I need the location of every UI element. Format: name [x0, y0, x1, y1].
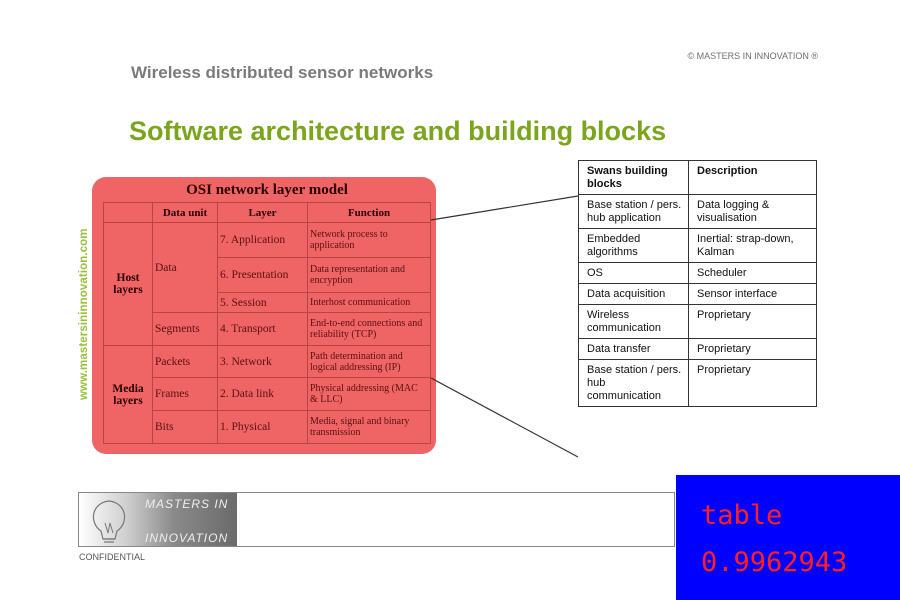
osi-function: Physical addressing (MAC & LLC): [307, 377, 431, 411]
swans-cell-description: Sensor interface: [688, 283, 817, 305]
table-row: Frames 2. Data link Physical addressing …: [104, 377, 431, 411]
osi-function: Media, signal and binary transmission: [307, 410, 431, 444]
swans-cell-block: Base station / pers. hub application: [578, 194, 689, 229]
table-row: Data transfer Proprietary: [578, 338, 817, 360]
osi-unit: Frames: [152, 377, 218, 411]
confidential-label: CONFIDENTIAL: [79, 552, 146, 562]
table-row: 5. Session Interhost communication: [104, 292, 431, 313]
swans-header-blocks: Swans building blocks: [578, 160, 689, 195]
swans-cell-block: Data transfer: [578, 338, 689, 360]
table-row: Base station / pers. hub application Dat…: [578, 194, 817, 229]
osi-layer: 3. Network: [217, 345, 308, 378]
osi-group-host: Host layers: [103, 222, 153, 346]
detection-label: table: [701, 500, 783, 531]
connector-line-top: [430, 195, 579, 221]
osi-heading: OSI network layer model: [186, 182, 348, 198]
osi-layer: 2. Data link: [217, 377, 308, 411]
slide-title: Software architecture and building block…: [129, 116, 667, 146]
table-row: Bits 1. Physical Media, signal and binar…: [104, 410, 431, 444]
osi-table: Data unit Layer Function Host layers Dat…: [103, 202, 431, 444]
company-logo: [79, 493, 237, 546]
connector-line-bottom: [430, 377, 579, 458]
swans-cell-block: OS: [578, 262, 689, 284]
table-row: Embedded algorithms Inertial: strap-down…: [578, 228, 817, 263]
table-row: Base station / pers. hub communication P…: [578, 359, 817, 407]
osi-function: Network process to application: [307, 222, 431, 258]
table-row: Swans building blocks Description: [578, 160, 817, 195]
swans-cell-block: Data acquisition: [578, 283, 689, 305]
table-row: OS Scheduler: [578, 262, 817, 284]
detection-score: 0.9962943: [701, 547, 848, 578]
swans-cell-description: Data logging & visualisation: [688, 194, 817, 229]
swans-cell-block: Base station / pers. hub communication: [578, 359, 689, 407]
swans-cell-description: Proprietary: [688, 304, 817, 339]
logo-text-line2: INNOVATION: [145, 531, 229, 545]
osi-unit: Packets: [152, 345, 218, 378]
table-row: Media layers Packets 3. Network Path det…: [103, 345, 431, 444]
swans-cell-description: Inertial: strap-down, Kalman: [688, 228, 817, 263]
osi-function: Path determination and logical addressin…: [307, 345, 431, 378]
slide-subtitle: Wireless distributed sensor networks: [131, 63, 434, 82]
table-row: Segments 4. Transport End-to-end connect…: [104, 312, 431, 346]
copyright-notice: © MASTERS IN INNOVATION ®: [687, 51, 818, 61]
swans-table: Swans building blocks Description Base s…: [578, 160, 817, 407]
osi-group-media: Media layers: [103, 345, 153, 444]
table-row: 6. Presentation Data representation and …: [104, 257, 431, 293]
swans-cell-block: Embedded algorithms: [578, 228, 689, 263]
swans-cell-block: Wireless communication: [578, 304, 689, 339]
osi-layer: 1. Physical: [217, 410, 308, 444]
lightbulb-icon: [92, 500, 126, 543]
osi-layer: 6. Presentation: [217, 257, 308, 293]
osi-unit: Data: [152, 222, 218, 313]
table-row: Wireless communication Proprietary: [578, 304, 817, 339]
swans-cell-description: Proprietary: [688, 359, 817, 407]
table-row: Data acquisition Sensor interface: [578, 283, 817, 305]
osi-function: Data representation and encryption: [307, 257, 431, 293]
osi-unit: Bits: [152, 410, 218, 444]
detection-overlay: [676, 475, 900, 600]
swans-cell-description: Scheduler: [688, 262, 817, 284]
logo-text-line1: MASTERS IN: [145, 497, 229, 511]
swans-cell-description: Proprietary: [688, 338, 817, 360]
swans-header-description: Description: [688, 160, 817, 195]
table-row: Host layers Data 7. Application Network …: [103, 222, 431, 346]
